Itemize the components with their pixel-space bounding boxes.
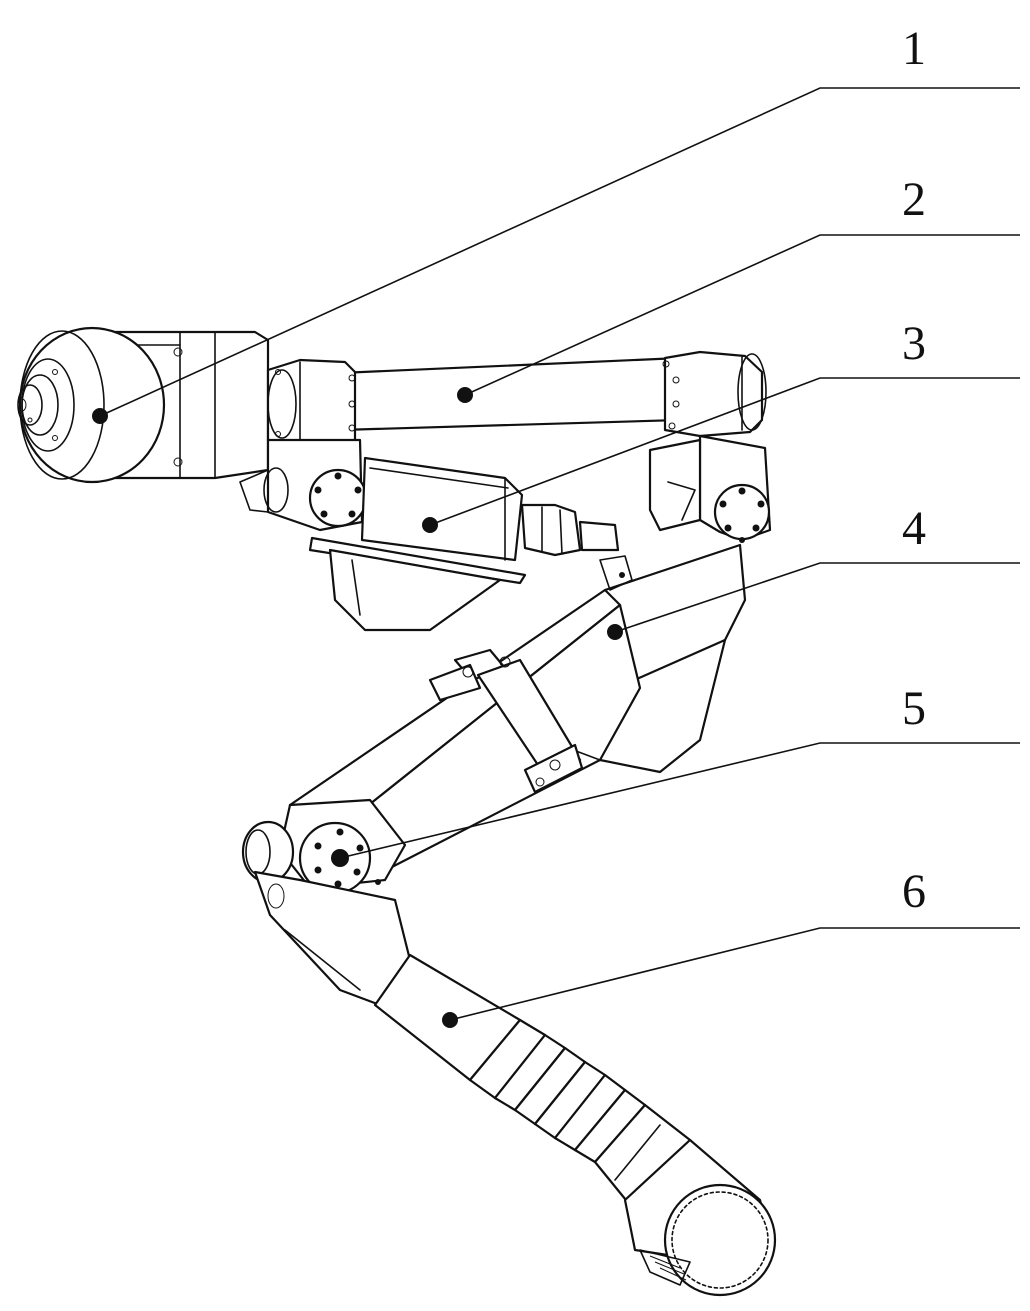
marker-dot-4 [607, 624, 623, 640]
leader-lines [92, 87, 1020, 1028]
callout-1: 1 [902, 22, 926, 75]
marker-dot-6 [442, 1012, 458, 1028]
leader-line-6 [449, 927, 1020, 1021]
part-5-elbow-joint [241, 798, 407, 895]
marker-dot-1 [92, 408, 108, 424]
leader-line-2 [464, 234, 1020, 396]
part-1-base-motor [17, 326, 270, 484]
callout-3: 3 [902, 317, 926, 370]
part-3-gearbox [239, 438, 620, 632]
leader-line-1 [99, 87, 1020, 417]
callout-6: 6 [902, 865, 926, 918]
part-6-forearm-saw [253, 870, 777, 1297]
leader-line-4 [614, 562, 1020, 633]
right-elbow-bracket [648, 434, 772, 543]
callout-2: 2 [902, 173, 926, 226]
part-2-upper-tube [266, 350, 767, 450]
callout-5: 5 [902, 682, 926, 735]
callout-4: 4 [902, 502, 926, 555]
marker-dot-3 [422, 517, 438, 533]
leader-line-3 [429, 377, 1020, 526]
part-4-upper-arm [288, 543, 747, 870]
leader-line-5 [339, 742, 1020, 859]
marker-dot-2 [457, 387, 473, 403]
